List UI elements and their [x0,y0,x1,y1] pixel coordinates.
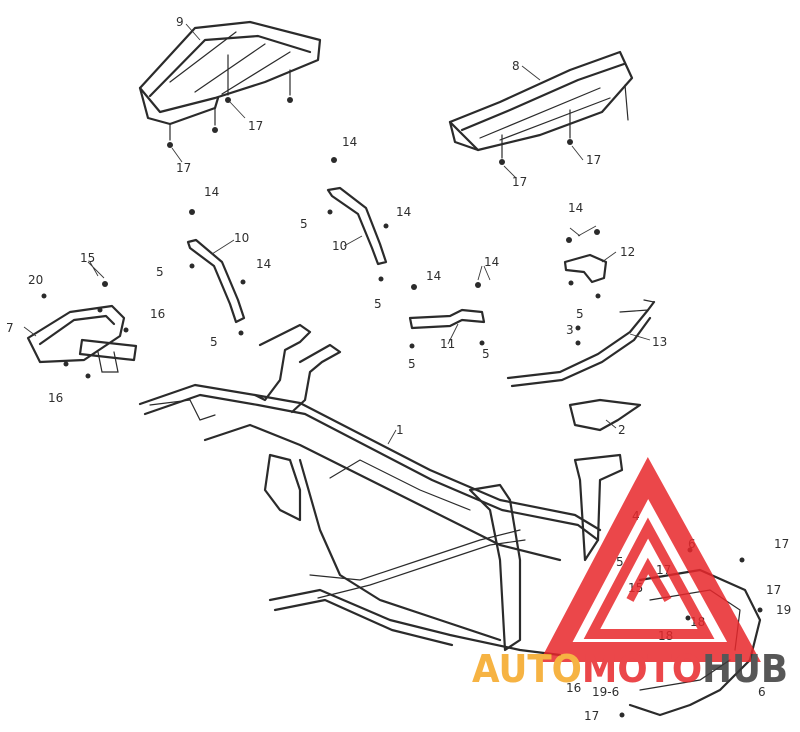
callout-17: 17 [248,119,263,133]
callout-17: 17 [766,583,781,597]
callout-5: 5 [576,307,584,321]
callout-16: 16 [566,681,581,695]
callout-19: 19 [776,603,791,617]
callout-10: 10 [332,239,347,253]
bracket-11 [408,282,486,349]
callout-12: 12 [620,245,635,259]
watermark-hub: HUB [702,647,788,691]
callout-5: 5 [374,297,382,311]
watermark-moto: MOTO [582,647,702,691]
callout-3: 3 [566,323,574,337]
callout-5: 5 [210,335,218,349]
callout-5: 5 [408,357,416,371]
callout-14: 14 [396,205,411,219]
callout-5: 5 [156,265,164,279]
callout-14: 14 [342,135,357,149]
callout-9: 9 [176,15,184,29]
callout-10: 10 [234,231,249,245]
callout-17: 17 [176,161,191,175]
callout-14: 14 [256,257,271,271]
callout-14: 14 [426,269,441,283]
callout-17: 17 [584,709,599,723]
callout-11: 11 [440,337,455,351]
callout-5: 5 [482,347,490,361]
bracket-12 [563,229,608,299]
rail-13 [506,299,656,388]
svg-text:AUTOMOTOHUB: AUTOMOTOHUB [472,647,788,691]
callout-17: 17 [586,153,601,167]
callout-1: 1 [396,423,404,437]
front-rack [138,20,322,148]
callout-20: 20 [28,273,43,287]
callout-16: 16 [48,391,63,405]
main-frame [138,323,642,657]
watermark-logo: AUTOMOTOHUB [472,456,788,691]
callout-16: 16 [150,307,165,321]
callout-6: 6 [758,685,766,699]
rear-rack [448,50,634,165]
callout-14: 14 [568,201,583,215]
callout-17: 17 [774,537,789,551]
bracket-10-left [186,209,246,336]
callout-5: 5 [300,217,308,231]
callout-labels: 9 8 17 17 17 17 14 14 14 14 14 14 14 5 1… [6,15,791,723]
callout-13: 13 [652,335,667,349]
bracket-10-right [326,157,389,282]
callout-19-6: 19-6 [592,685,619,699]
callout-15: 15 [80,251,95,265]
callout-14: 14 [204,185,219,199]
callout-8: 8 [512,59,520,73]
hitch-assembly-7 [26,281,138,379]
watermark-auto: AUTO [472,647,582,691]
leader-lines [23,23,651,445]
callout-7: 7 [6,321,14,335]
callout-14: 14 [484,255,499,269]
callout-17: 17 [512,175,527,189]
callout-2: 2 [618,423,626,437]
callout-5: 5 [616,555,624,569]
